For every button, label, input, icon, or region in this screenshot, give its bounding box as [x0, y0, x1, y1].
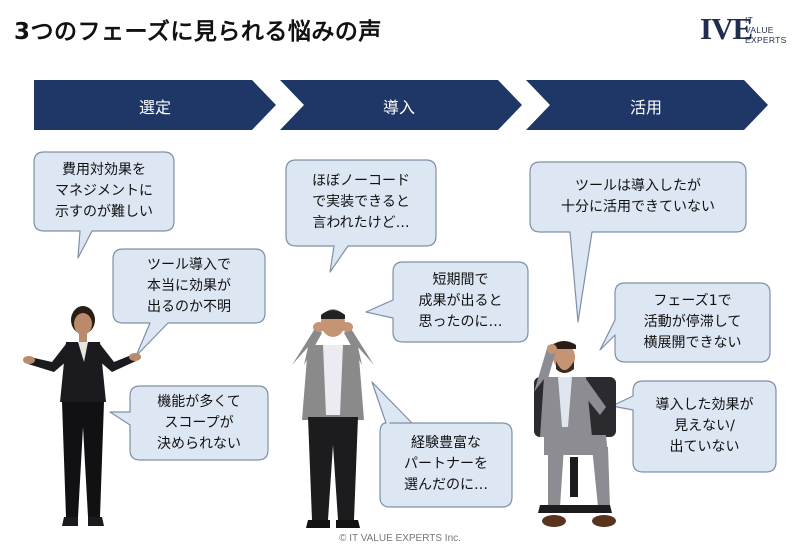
bubble-6: 経験豊富な パートナーを 選んだのに…	[380, 433, 512, 496]
phase-label-utilization: 活用	[629, 98, 662, 117]
bubble-4-line-2: で実装できると	[312, 194, 410, 210]
bubble-5: 短期間で 成果が出ると 思ったのに…	[393, 270, 528, 333]
bubble-shape-5	[365, 261, 529, 343]
bubble-8-line-2: 活動が停滞して	[643, 314, 742, 330]
bubble-7-line-2: 十分に活用できていない	[561, 199, 715, 215]
bubble-5-line-2: 成果が出ると	[418, 293, 503, 309]
bubble-8-line-3: 横展開できない	[643, 335, 742, 351]
logo-text: IT VALUE EXPERTS	[745, 15, 787, 45]
phase-arrow-selection	[34, 80, 276, 130]
bubble-7-line-1: ツールは導入したが	[575, 178, 701, 194]
bubble-1-line-2: マネジメントに	[55, 183, 153, 199]
bubble-6-line-1: 経験豊富な	[411, 435, 481, 451]
bubble-9-line-2: 見えない/	[674, 418, 735, 434]
bubble-3-line-2: スコープが	[164, 415, 234, 431]
bubble-shape-3	[109, 385, 269, 461]
bubble-3-line-1: 機能が多くて	[157, 394, 241, 410]
phase-arrow-utilization	[526, 80, 768, 130]
bubble-6-line-3: 選んだのに…	[404, 477, 488, 493]
bubble-9-line-3: 出ていない	[669, 439, 740, 455]
bubble-9-line-1: 導入した効果が	[655, 397, 754, 413]
bubble-4-line-1: ほぼノーコード	[312, 173, 410, 189]
bubble-3: 機能が多くて スコープが 決められない	[130, 392, 268, 455]
bubble-9: 導入した効果が 見えない/ 出ていない	[633, 395, 776, 458]
bubble-8: フェーズ1で 活動が停滞して 横展開できない	[615, 291, 770, 354]
copyright-footer: © IT VALUE EXPERTS Inc.	[339, 533, 461, 544]
phase-arrow-introduction	[280, 80, 522, 130]
bubble-shape-4	[285, 159, 437, 273]
logo-mark: IVE	[700, 11, 753, 46]
man-sitting-chair-figure	[534, 341, 616, 527]
bubble-2-line-1: ツール導入で	[147, 257, 231, 273]
phase-label-introduction: 導入	[382, 98, 415, 117]
bubble-8-line-1: フェーズ1で	[653, 293, 732, 309]
page-title: 3つのフェーズに見られる悩みの声	[14, 19, 382, 45]
bubble-shape-8	[599, 282, 771, 363]
man-holding-head-figure	[292, 309, 374, 528]
bubble-1-line-1: 費用対効果を	[62, 162, 146, 178]
bubble-5-line-1: 短期間で	[432, 272, 489, 288]
logo-line-3: EXPERTS	[745, 35, 787, 45]
phase-arrows	[34, 80, 768, 130]
bubble-4: ほぼノーコード で実装できると 言われたけど…	[286, 171, 436, 234]
bubble-shape-2	[112, 248, 266, 357]
woman-shrugging-figure	[23, 306, 141, 526]
company-logo: IVE IT VALUE EXPERTS	[700, 11, 795, 51]
bubble-7: ツールは導入したが 十分に活用できていない	[530, 176, 746, 218]
logo-line-1: IT	[745, 15, 754, 25]
bubble-3-line-3: 決められない	[157, 436, 241, 452]
bubble-6-line-2: パートナーを	[404, 456, 488, 472]
logo-line-2: VALUE	[745, 25, 774, 35]
bubble-shape-7	[529, 161, 747, 323]
bubble-shape-6	[371, 381, 513, 508]
bubble-shape-1	[33, 151, 175, 259]
bubble-2-line-2: 本当に効果が	[147, 278, 231, 294]
bubble-1-line-3: 示すのが難しい	[55, 204, 153, 220]
bubble-shape-9	[611, 380, 777, 473]
bubble-5-line-3: 思ったのに…	[418, 314, 503, 330]
bubble-2-line-3: 出るのか不明	[147, 299, 231, 315]
phase-label-selection: 選定	[138, 98, 171, 117]
bubble-4-line-3: 言われたけど…	[312, 215, 410, 231]
bubble-2: ツール導入で 本当に効果が 出るのか不明	[113, 255, 265, 318]
bubble-1: 費用対効果を マネジメントに 示すのが難しい	[34, 160, 174, 223]
